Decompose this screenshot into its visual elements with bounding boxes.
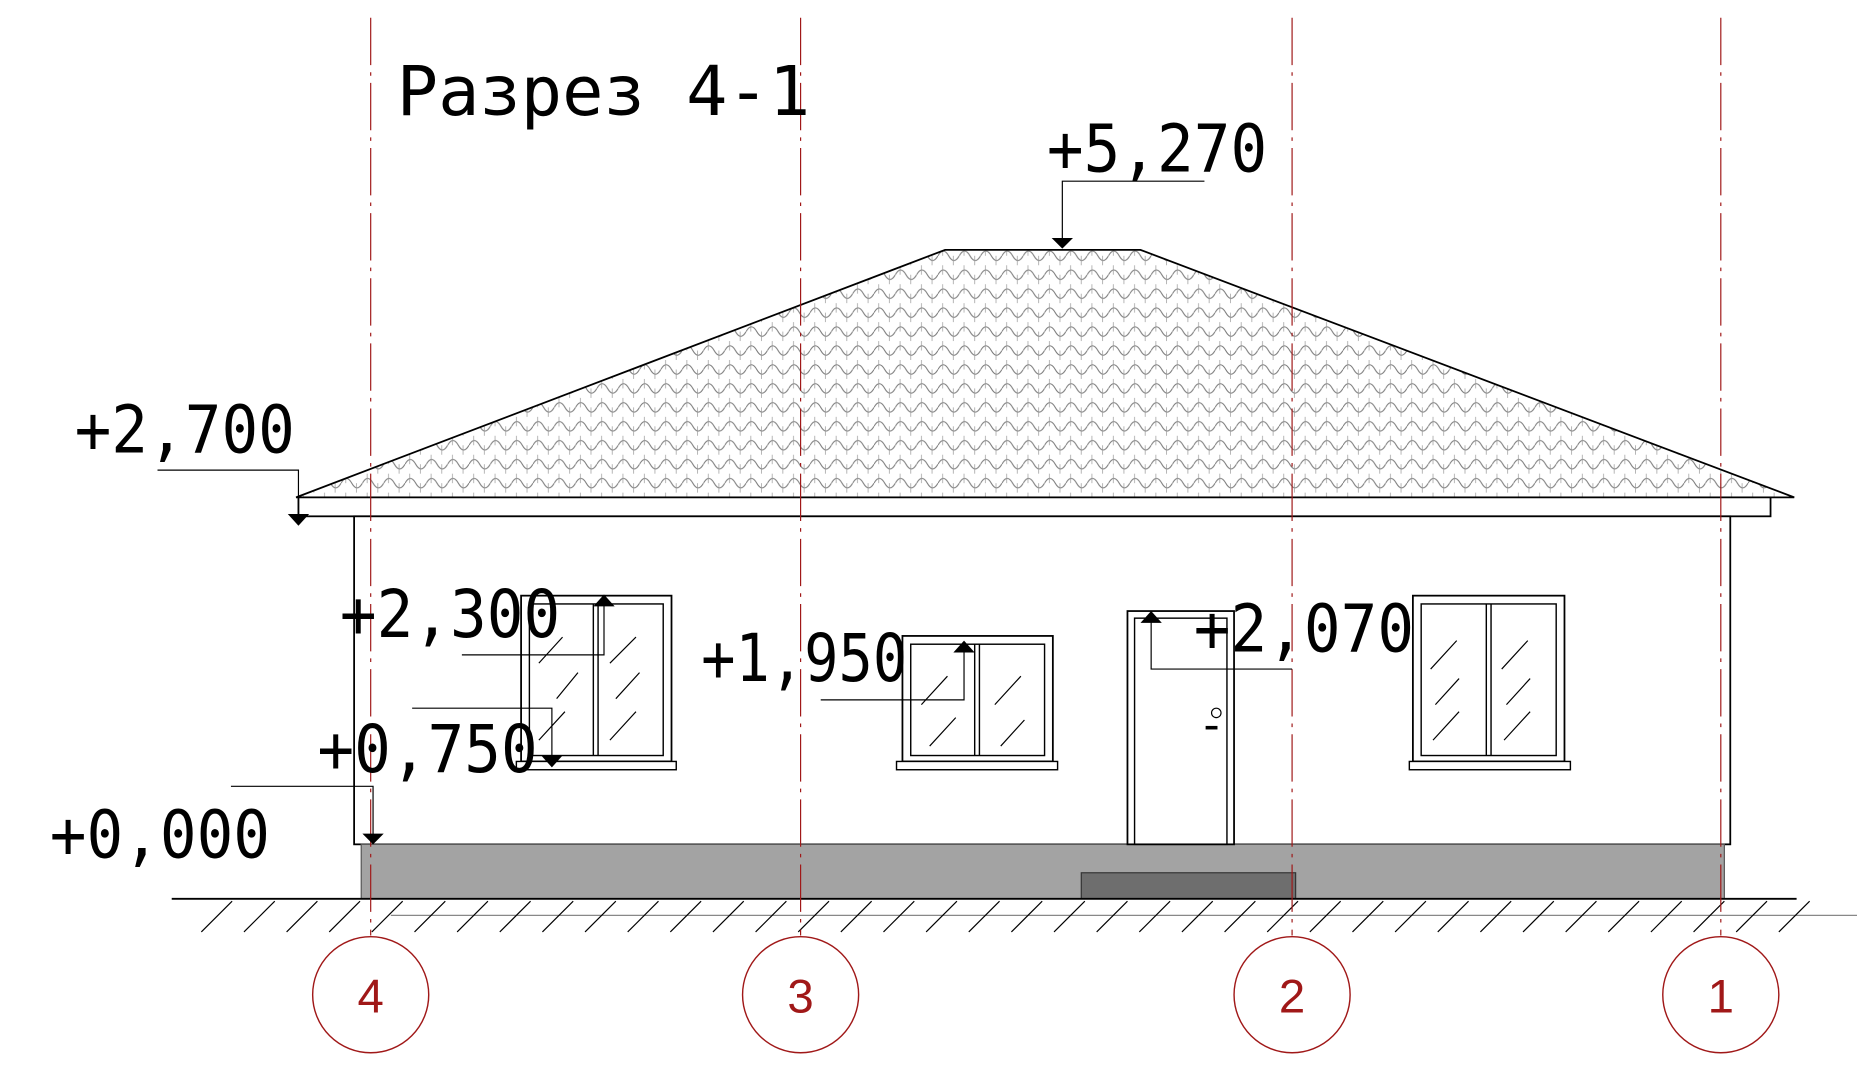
axis-4: 4 — [311, 17, 430, 1054]
window-left — [515, 594, 677, 771]
door — [1126, 610, 1235, 846]
axis-label: 1 — [1708, 971, 1734, 1024]
level-window-top-left: +2,300 — [340, 575, 560, 653]
axis-label: 2 — [1279, 971, 1305, 1024]
axis-bubble — [1233, 936, 1351, 1054]
axis-label: 3 — [787, 971, 813, 1024]
fascia — [297, 496, 1772, 518]
plinth — [360, 843, 1725, 900]
axis-bubble — [311, 936, 430, 1054]
axis-1: 1 — [1662, 17, 1780, 1054]
level-ground-floor: +0,000 — [50, 795, 270, 873]
axis-3: 3 — [741, 17, 860, 1054]
axis-bubble — [741, 936, 860, 1054]
axis-2: 2 — [1233, 17, 1351, 1054]
level-arrows — [287, 238, 1162, 845]
level-window-sill: +0,750 — [317, 710, 537, 788]
entrance-step — [1080, 872, 1297, 900]
level-ridge: +5,270 — [1047, 110, 1267, 188]
roof — [295, 248, 1795, 499]
window-middle — [895, 635, 1059, 771]
level-eave: +2,700 — [75, 390, 295, 468]
ground-line — [171, 897, 1857, 933]
axis-label: 4 — [358, 971, 384, 1024]
window-right — [1408, 594, 1572, 771]
level-door-top: +2,070 — [1194, 589, 1414, 667]
section-title: Разрез 4-1 — [397, 52, 810, 132]
level-window-top-middle: +1,950 — [701, 619, 907, 697]
level-leaders — [157, 180, 1293, 837]
axis-bubble — [1662, 936, 1780, 1054]
